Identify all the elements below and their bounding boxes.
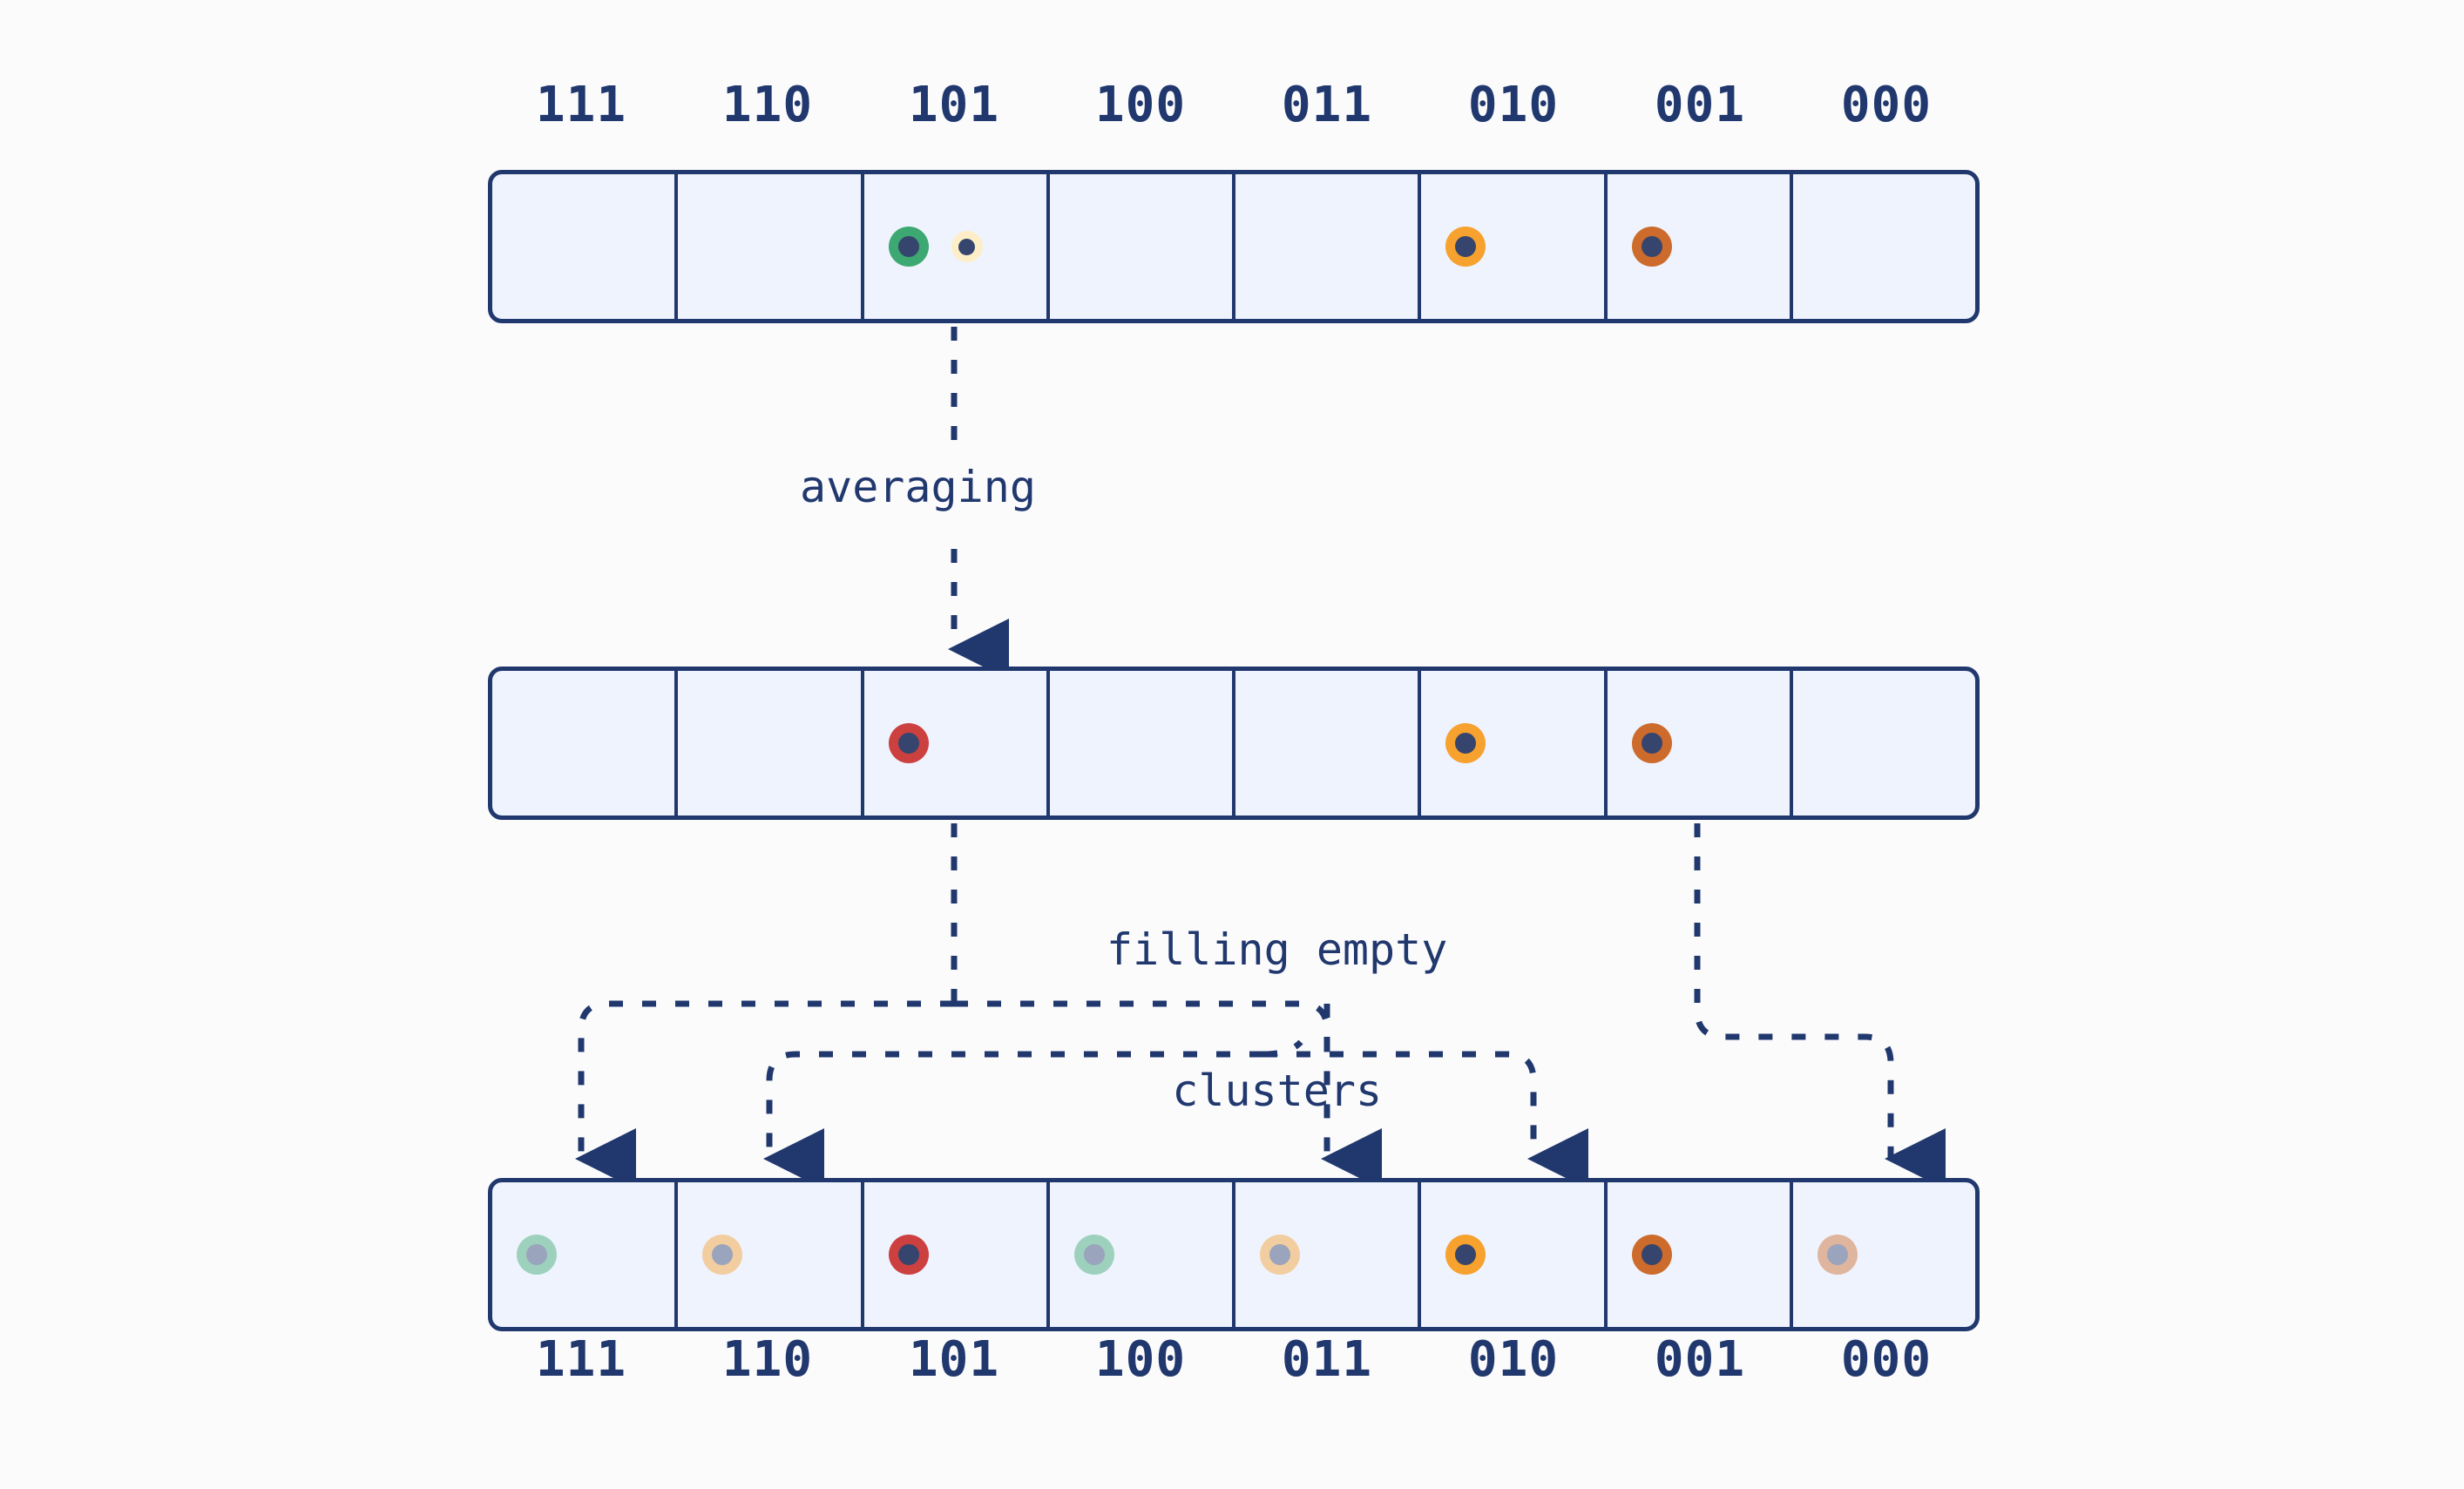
top-label-111: 111 xyxy=(535,77,627,133)
top-label-100: 100 xyxy=(1094,77,1187,133)
filling-connectors xyxy=(575,823,1946,1189)
row1-cell-000[interactable] xyxy=(1793,174,1975,319)
dot-red xyxy=(888,1235,929,1275)
input-cluster-row xyxy=(488,170,1980,323)
dot-green-faded xyxy=(517,1235,557,1275)
averaging-caption: averaging xyxy=(800,462,1036,512)
row1-cell-011[interactable] xyxy=(1235,174,1422,319)
bottom-label-111: 111 xyxy=(535,1331,627,1388)
row1-cell-100[interactable] xyxy=(1050,174,1235,319)
row1-cell-010[interactable] xyxy=(1421,174,1608,319)
row3-cell-100[interactable] xyxy=(1050,1182,1235,1327)
dot-orange xyxy=(1445,1235,1486,1275)
row3-cell-111[interactable] xyxy=(492,1182,679,1327)
filling-empty-line: filling empty xyxy=(1107,924,1448,975)
dot-cream xyxy=(951,231,983,262)
bottom-label-100: 100 xyxy=(1094,1331,1187,1388)
dot-burnt-orange xyxy=(1631,1235,1672,1275)
dot-orange-faded xyxy=(1260,1235,1300,1275)
row3-cell-010[interactable] xyxy=(1421,1182,1608,1327)
top-cluster-labels: 111 110 101 100 011 010 001 000 xyxy=(488,77,1980,133)
bottom-label-110: 110 xyxy=(721,1331,814,1388)
dot-burnt-orange xyxy=(1631,723,1672,763)
dot-orange xyxy=(1445,723,1486,763)
bottom-label-011: 011 xyxy=(1281,1331,1373,1388)
filled-cluster-row xyxy=(488,1178,1980,1331)
averaged-cluster-row xyxy=(488,667,1980,820)
row1-cell-001[interactable] xyxy=(1608,174,1793,319)
top-label-101: 101 xyxy=(908,77,1000,133)
clusters-line: clusters xyxy=(1172,1066,1383,1116)
row3-cell-110[interactable] xyxy=(678,1182,864,1327)
row2-cell-100[interactable] xyxy=(1050,671,1235,816)
filling-empty-clusters-caption: filling empty clusters xyxy=(1107,832,1447,1208)
top-label-010: 010 xyxy=(1467,77,1560,133)
row1-cell-101[interactable] xyxy=(864,174,1050,319)
row3-cell-011[interactable] xyxy=(1235,1182,1422,1327)
row3-cell-101[interactable] xyxy=(864,1182,1050,1327)
row2-cell-011[interactable] xyxy=(1235,671,1422,816)
row2-cell-010[interactable] xyxy=(1421,671,1608,816)
bottom-cluster-labels: 111 110 101 100 011 010 001 000 xyxy=(488,1331,1980,1388)
row1-cell-111[interactable] xyxy=(492,174,679,319)
dot-orange-faded xyxy=(702,1235,743,1275)
row1-cell-110[interactable] xyxy=(678,174,864,319)
bottom-label-000: 000 xyxy=(1840,1331,1933,1388)
top-label-001: 001 xyxy=(1654,77,1746,133)
dot-green xyxy=(888,227,929,267)
top-label-110: 110 xyxy=(721,77,814,133)
bottom-label-010: 010 xyxy=(1467,1331,1560,1388)
row3-cell-000[interactable] xyxy=(1793,1182,1975,1327)
dot-orange xyxy=(1445,227,1486,267)
row3-cell-001[interactable] xyxy=(1608,1182,1793,1327)
top-label-000: 000 xyxy=(1840,77,1933,133)
row2-cell-110[interactable] xyxy=(678,671,864,816)
row2-cell-101[interactable] xyxy=(864,671,1050,816)
dot-burnt-orange xyxy=(1631,227,1672,267)
row2-cell-111[interactable] xyxy=(492,671,679,816)
dot-green-faded xyxy=(1073,1235,1114,1275)
dot-burnt-orange-faded xyxy=(1817,1235,1858,1275)
row2-cell-000[interactable] xyxy=(1793,671,1975,816)
bottom-label-001: 001 xyxy=(1654,1331,1746,1388)
bottom-label-101: 101 xyxy=(908,1331,1000,1388)
row2-cell-001[interactable] xyxy=(1608,671,1793,816)
dot-red xyxy=(888,723,929,763)
top-label-011: 011 xyxy=(1281,77,1373,133)
